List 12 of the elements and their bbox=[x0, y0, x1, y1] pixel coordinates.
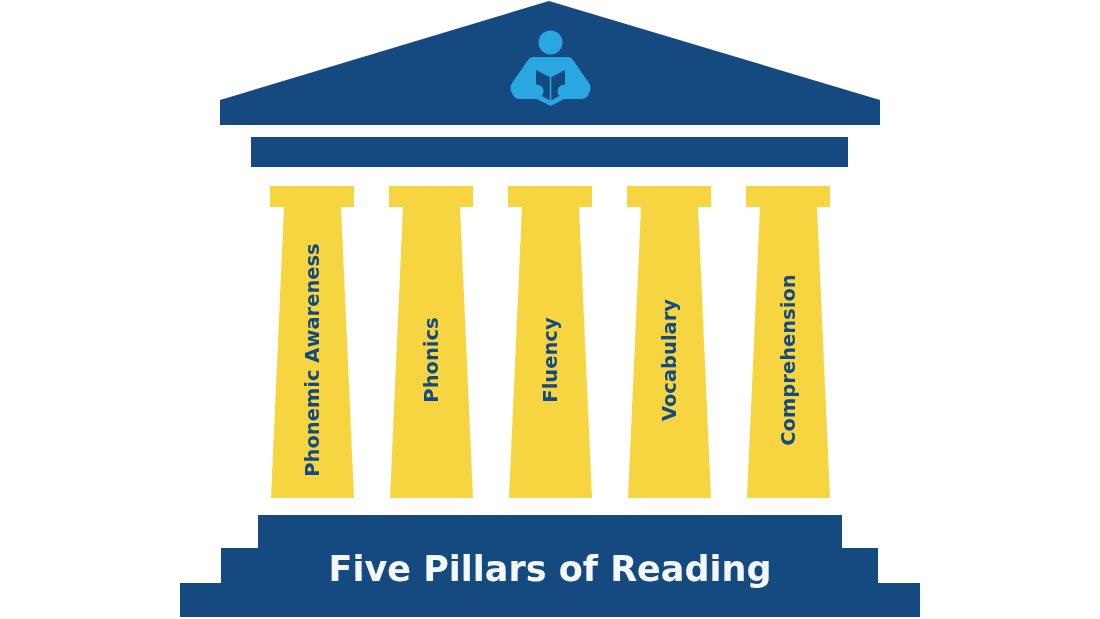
pillar-label: Phonemic Awareness bbox=[300, 243, 324, 477]
pillar bbox=[508, 186, 592, 498]
temple-base-steps bbox=[180, 515, 920, 617]
pillar-label: Comprehension bbox=[776, 274, 800, 446]
pillar bbox=[389, 186, 473, 498]
pillar bbox=[270, 186, 354, 498]
pillar-label: Fluency bbox=[538, 317, 562, 403]
pillar bbox=[746, 186, 830, 498]
heading-text: Five Pillars of Reading bbox=[328, 548, 772, 590]
pillar-label: Vocabulary bbox=[657, 298, 681, 422]
pillar bbox=[627, 186, 711, 498]
pillar-label: Phonics bbox=[419, 317, 443, 403]
